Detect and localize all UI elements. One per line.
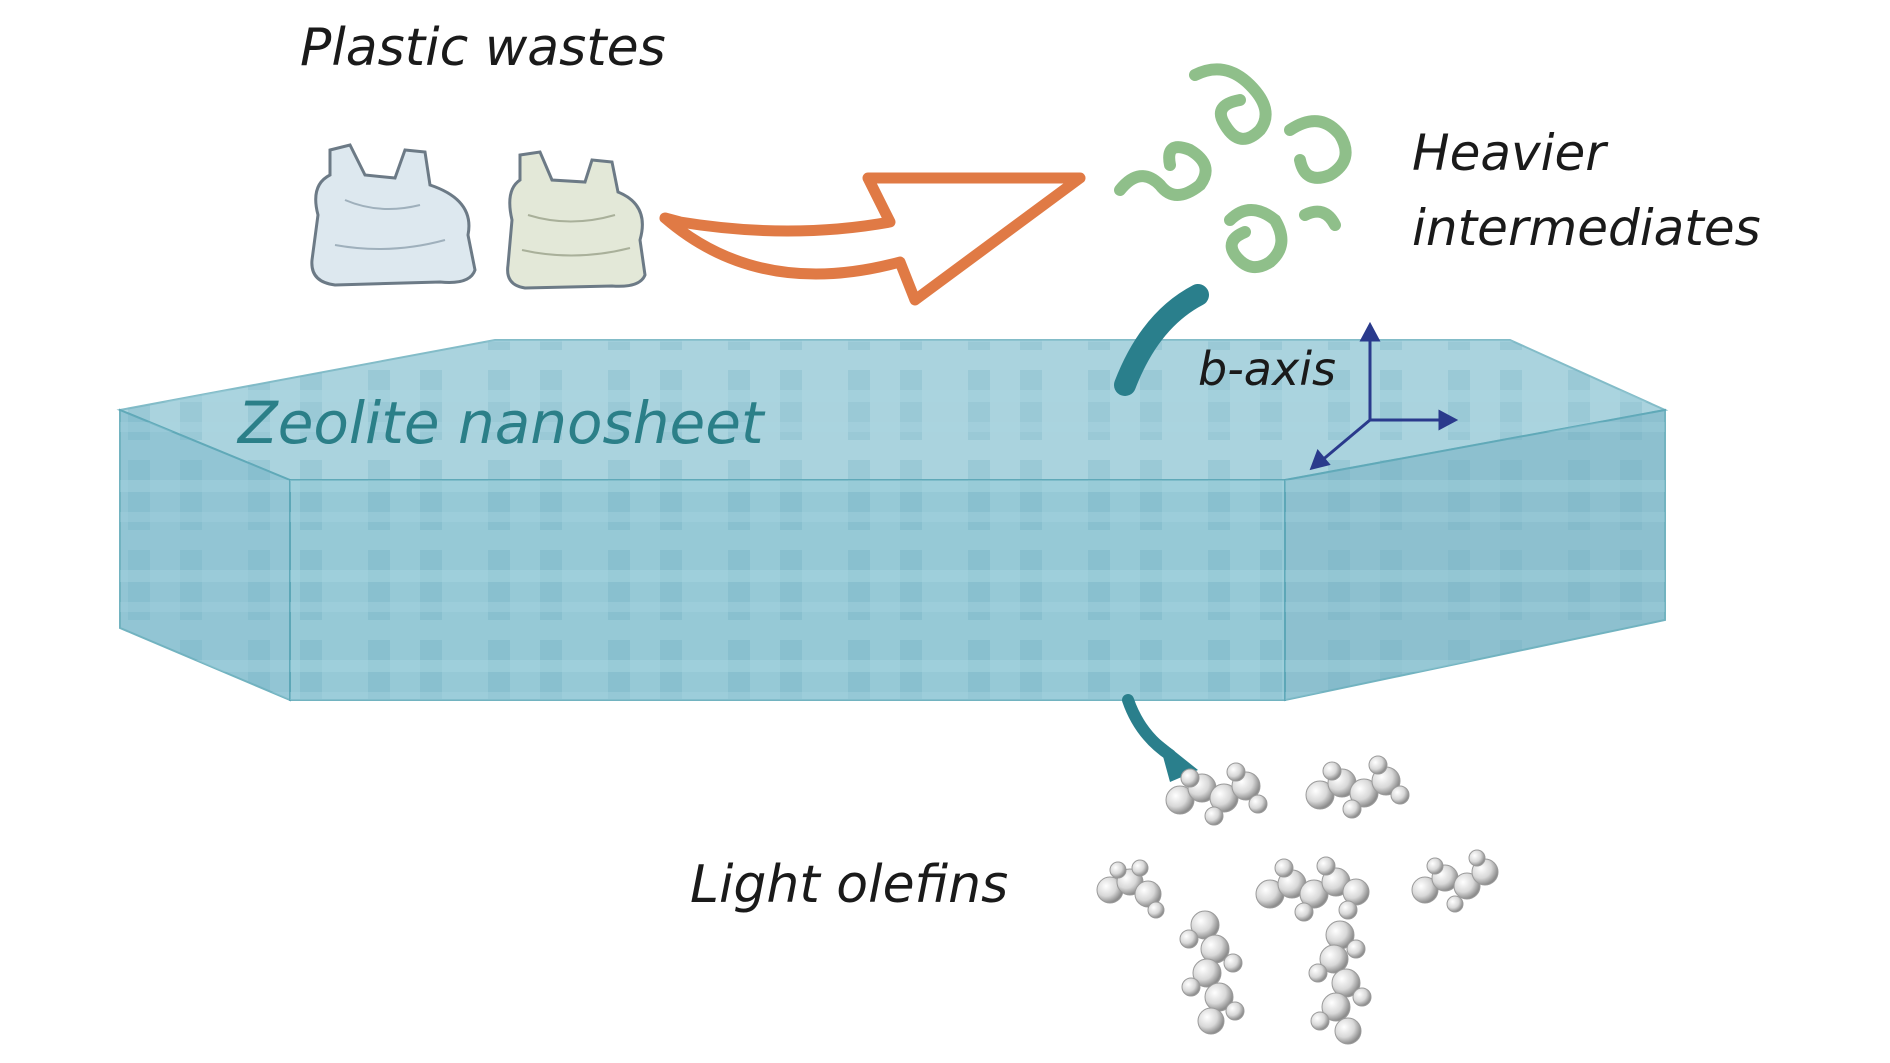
zeolite-nanosheet-label: Zeolite nanosheet xyxy=(236,389,766,457)
heavier-label-line2: intermediates xyxy=(1412,199,1761,257)
b-axis-label: b-axis xyxy=(1198,342,1336,396)
diffusion-in-arrow xyxy=(1114,284,1209,396)
plastic-wastes-label: Plastic wastes xyxy=(300,18,666,78)
plastic-bag-icon xyxy=(506,150,647,290)
light-olefins-label: Light olefins xyxy=(690,855,1008,915)
olefin-molecule-icon xyxy=(1096,755,1499,1045)
process-arrow xyxy=(659,172,1086,306)
axis-indicator xyxy=(1309,321,1459,471)
plastic-bag-icon xyxy=(310,143,477,287)
heavier-label-line1: Heavier xyxy=(1412,124,1609,182)
zeolite-nanosheet xyxy=(116,339,1669,702)
heavier-intermediates-icon xyxy=(1114,63,1352,274)
